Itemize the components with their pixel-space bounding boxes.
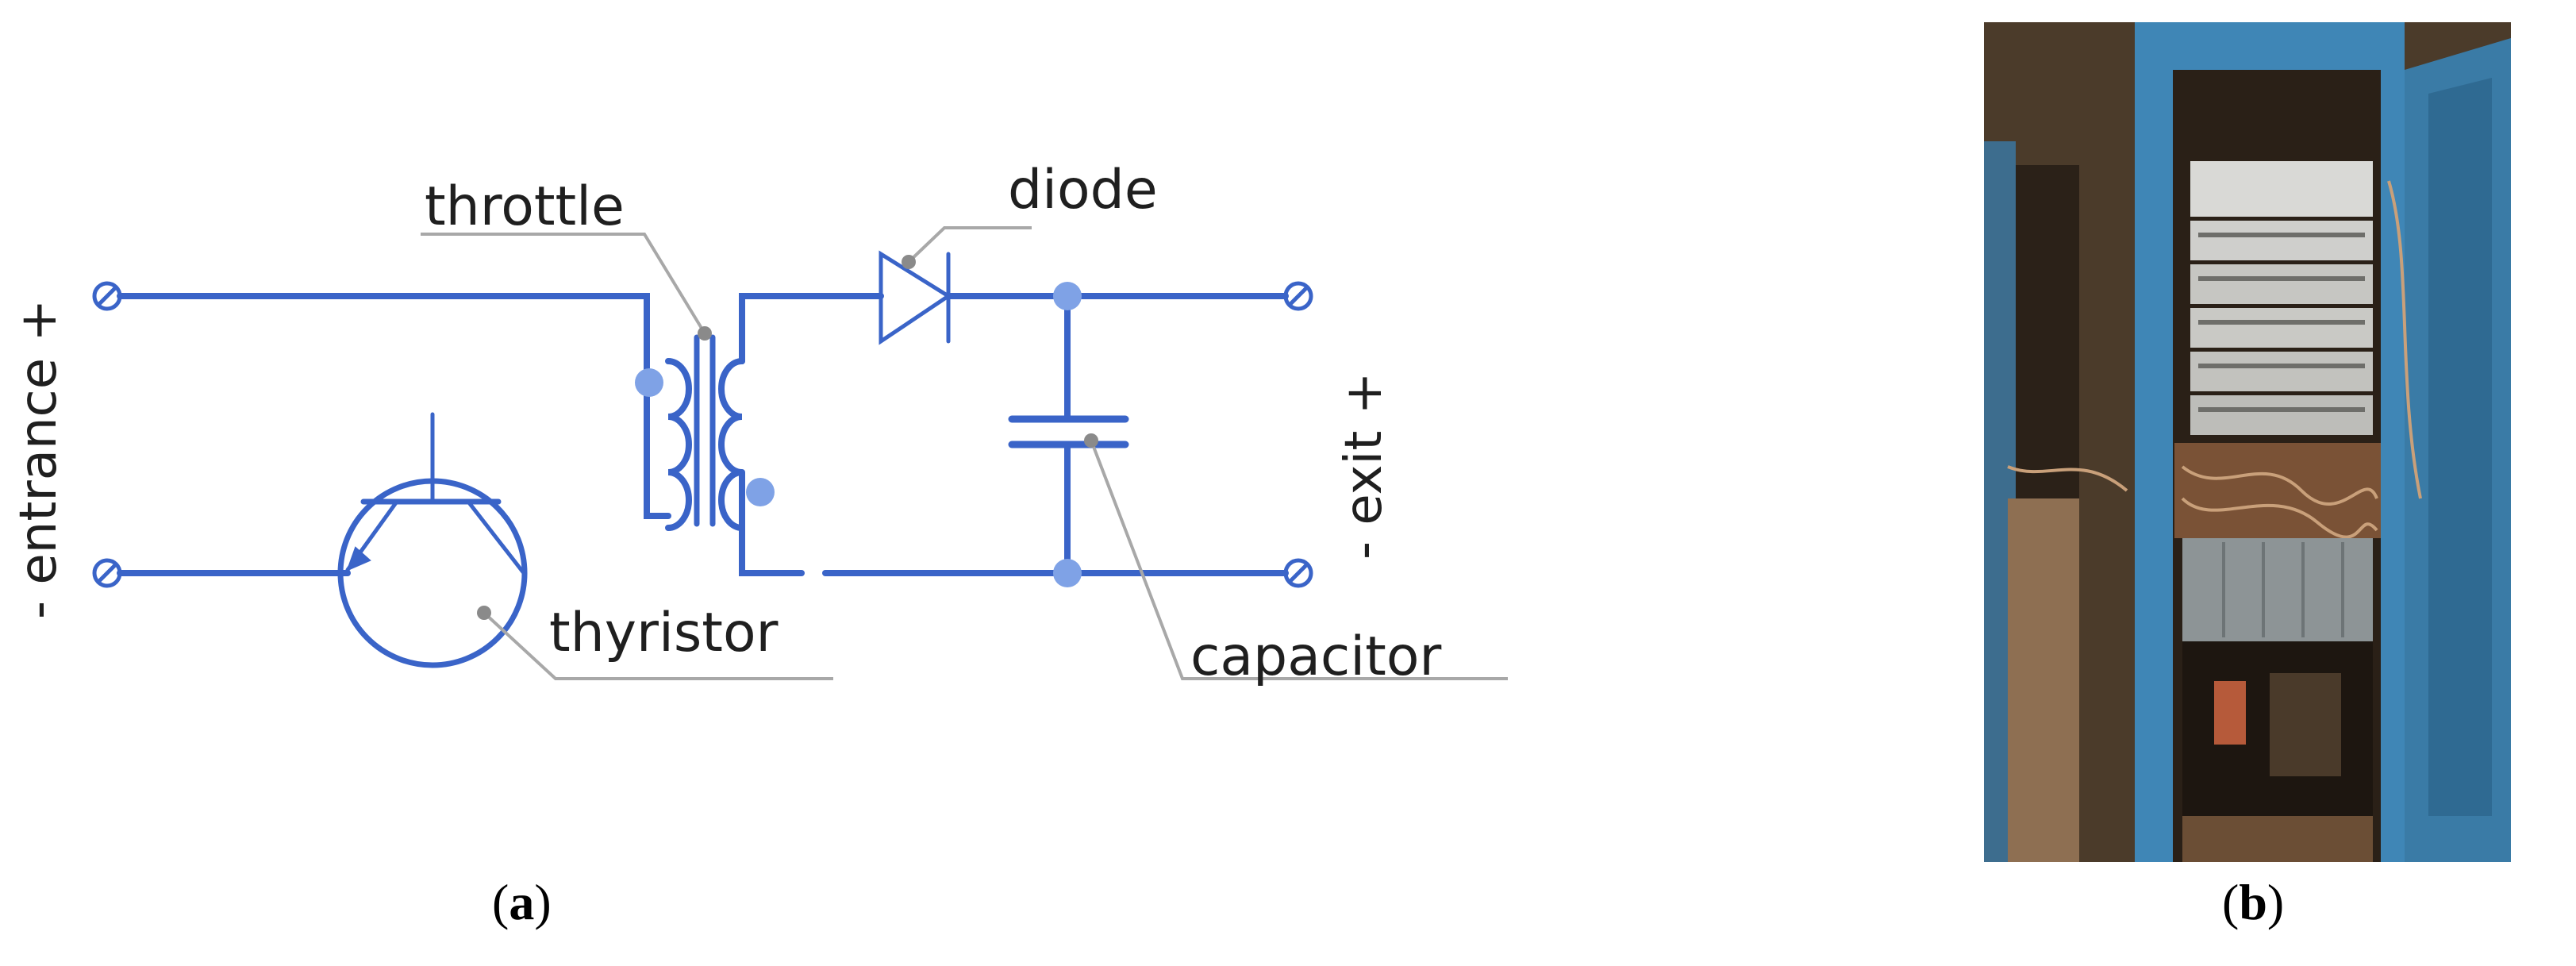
rack-module-2 (2190, 221, 2373, 260)
leader-diode (907, 226, 1032, 264)
output-terminal-bottom (1283, 558, 1313, 588)
label-output: - exit + (1335, 372, 1394, 560)
leader-throttle (421, 233, 706, 335)
coil-dot-secondary (746, 478, 775, 506)
cabinet-frame-top (2135, 22, 2397, 70)
diode-symbol (879, 250, 952, 345)
wiring-bundle (2174, 443, 2381, 538)
caption-b: (b) (2222, 874, 2285, 930)
coil-dot-primary (635, 368, 663, 397)
leader-end-throttle (698, 326, 712, 341)
label-diode: diode (1008, 159, 1158, 221)
primary-coil (665, 358, 692, 531)
leader-capacitor (1090, 440, 1508, 680)
caption-a: (a) (492, 874, 552, 930)
junction-dot-bottom (1053, 559, 1082, 587)
cabinet-frame-left (2135, 22, 2173, 862)
input-terminal-bottom (92, 558, 122, 588)
leader-end-capacitor (1084, 433, 1098, 448)
thyristor-symbol (337, 412, 528, 668)
wire-secondary-bottom (739, 469, 805, 576)
label-throttle: throttle (425, 175, 625, 238)
label-capacitor: capacitor (1190, 625, 1441, 688)
rack-module-3 (2190, 264, 2373, 304)
leader-thyristor (483, 611, 833, 680)
electrical-cabinet-photo (1984, 22, 2511, 862)
secondary-coil (718, 358, 745, 531)
junction-dot-top (1053, 282, 1082, 310)
leader-end-diode (902, 255, 916, 269)
label-input: - entrance + (10, 299, 68, 619)
wire-top-left (117, 293, 671, 519)
cabinet-frame-right (2381, 22, 2405, 862)
input-terminal-top (92, 281, 122, 311)
wire-secondary-top (739, 293, 884, 364)
rack-module-4 (2190, 308, 2373, 348)
output-terminal-top (1283, 281, 1313, 311)
rack-module-6 (2190, 395, 2373, 435)
label-thyristor: thyristor (549, 602, 779, 664)
leader-end-thyristor (477, 606, 491, 620)
rack-module-1 (2190, 161, 2373, 217)
rack-module-5 (2190, 352, 2373, 391)
